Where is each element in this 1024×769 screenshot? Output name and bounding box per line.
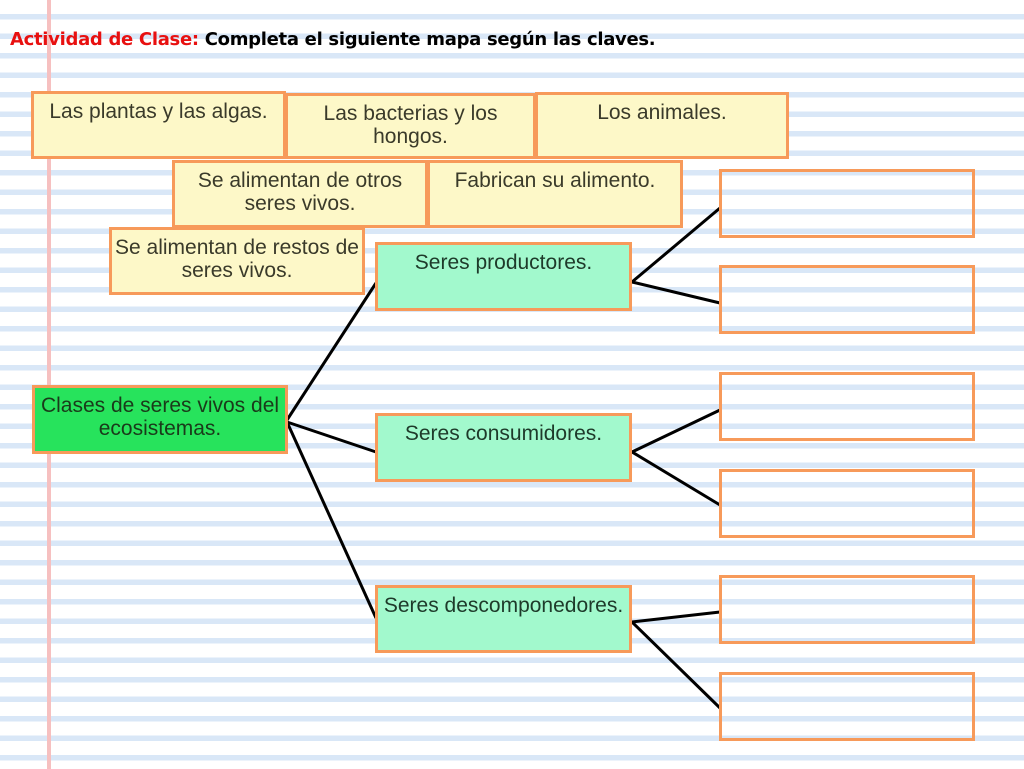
answer-slot[interactable]: [719, 265, 975, 334]
clue-card[interactable]: Las plantas y las algas.: [31, 91, 286, 159]
answer-slot[interactable]: [719, 672, 975, 741]
answer-slot[interactable]: [719, 372, 975, 441]
category-consumers: Seres consumidores.: [375, 413, 632, 482]
answer-slot[interactable]: [719, 469, 975, 538]
clue-card[interactable]: Los animales.: [535, 92, 789, 159]
page-title: Actividad de Clase: Completa el siguient…: [10, 29, 656, 50]
root-node: Clases de seres vivos del ecosistemas.: [32, 385, 288, 454]
title-instruction: Completa el siguiente mapa según las cla…: [204, 29, 656, 50]
notebook-margin-line: [47, 0, 51, 769]
category-decomposers: Seres descomponedores.: [375, 585, 632, 653]
title-label: Actividad de Clase:: [10, 29, 199, 50]
answer-slot[interactable]: [719, 169, 975, 238]
clue-card[interactable]: Se alimentan de restos de seres vivos.: [109, 227, 365, 295]
category-producers: Seres productores.: [375, 242, 632, 311]
answer-slot[interactable]: [719, 575, 975, 644]
clue-card[interactable]: Fabrican su alimento.: [427, 160, 683, 228]
clue-card[interactable]: Se alimentan de otros seres vivos.: [172, 160, 428, 228]
clue-card[interactable]: Las bacterias y los hongos.: [285, 93, 536, 159]
